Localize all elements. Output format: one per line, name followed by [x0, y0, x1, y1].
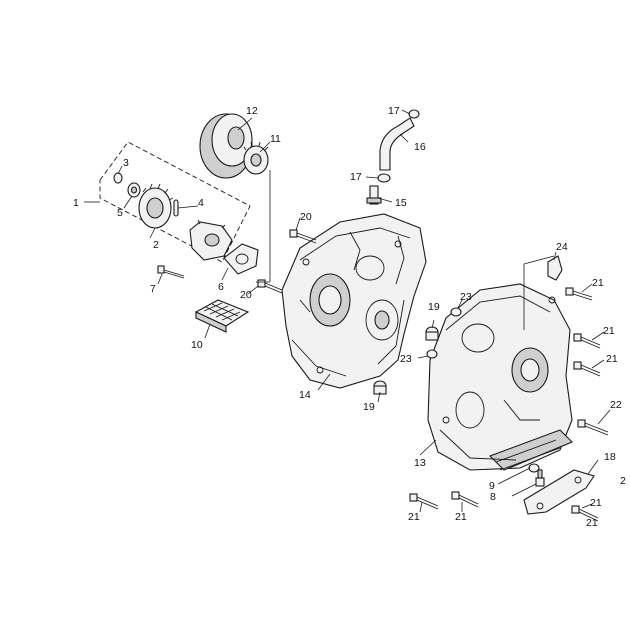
sprocket-11 — [243, 141, 269, 175]
dowel-pins-19 — [373, 326, 439, 395]
callout-23-upper: 23 — [460, 291, 472, 303]
callout-21-g: 21 — [590, 497, 602, 509]
callout-3: 3 — [123, 157, 129, 169]
callout-21-f: 21 — [586, 517, 598, 529]
washer-9 — [528, 463, 540, 473]
bolt-20-upper — [289, 229, 317, 244]
pin-4 — [173, 199, 179, 217]
callout-7: 7 — [150, 283, 156, 295]
hose-clip-17-top — [408, 109, 420, 119]
callout-11: 11 — [270, 133, 281, 145]
callout-17-top: 17 — [388, 105, 400, 117]
callout-8: 8 — [490, 491, 496, 503]
assembly-dashed-outline — [99, 141, 251, 263]
right-crankcase-13 — [427, 283, 573, 471]
callout-15: 15 — [395, 197, 407, 209]
oil-strainer-10 — [194, 299, 250, 333]
pulley-12 — [199, 113, 253, 179]
callout-10: 10 — [191, 339, 203, 351]
gasket-6 — [223, 243, 259, 275]
callout-12: 12 — [246, 105, 258, 117]
callout-14: 14 — [299, 389, 311, 401]
callout-6: 6 — [218, 281, 224, 293]
washer-3 — [113, 172, 123, 184]
oil-pump-gear — [138, 183, 174, 229]
dowel-pins-23 — [426, 307, 462, 359]
callout-20-upper: 20 — [300, 211, 312, 223]
callout-22: 22 — [610, 399, 622, 411]
bolt-7 — [157, 265, 185, 279]
bolt-22 — [577, 419, 609, 436]
callout-23-lower: 23 — [400, 353, 412, 365]
leader-lines — [84, 109, 611, 513]
callout-17-lower: 17 — [350, 171, 362, 183]
callout-1: 1 — [73, 197, 79, 209]
left-crankcase-14 — [281, 213, 427, 389]
callout-9: 9 — [489, 480, 495, 492]
callout-2-edge: 2 — [620, 475, 626, 487]
callout-19-lower: 19 — [363, 401, 375, 413]
callout-19-upper: 19 — [428, 301, 440, 313]
bracket-18 — [523, 469, 595, 515]
callout-18: 18 — [604, 451, 616, 463]
callout-2: 2 — [153, 239, 159, 251]
drain-bolt-8 — [535, 469, 545, 487]
callout-21-d: 21 — [408, 511, 420, 523]
callout-24: 24 — [556, 241, 568, 253]
callout-21-b: 21 — [603, 325, 615, 337]
callout-labels: 1 2 3 4 5 6 7 8 9 10 11 12 13 14 15 16 1… — [73, 105, 626, 529]
callout-4: 4 — [198, 197, 204, 209]
callout-20-lower: 20 — [240, 289, 252, 301]
hose-clip-17-lower — [377, 173, 391, 183]
callout-21-c: 21 — [606, 353, 618, 365]
callout-21-e: 21 — [455, 511, 467, 523]
oil-pump-body — [189, 219, 233, 261]
callout-16: 16 — [414, 141, 426, 153]
oil-pump-assembly-group — [99, 141, 259, 275]
callout-21-a: 21 — [592, 277, 604, 289]
bolt-20-lower — [257, 279, 283, 294]
bolts-21 — [409, 287, 601, 522]
callout-13: 13 — [414, 457, 426, 469]
breather-hose-16 — [379, 117, 415, 171]
callout-5: 5 — [117, 207, 123, 219]
breather-fitting-15 — [366, 185, 382, 205]
bracket-24 — [547, 255, 563, 281]
